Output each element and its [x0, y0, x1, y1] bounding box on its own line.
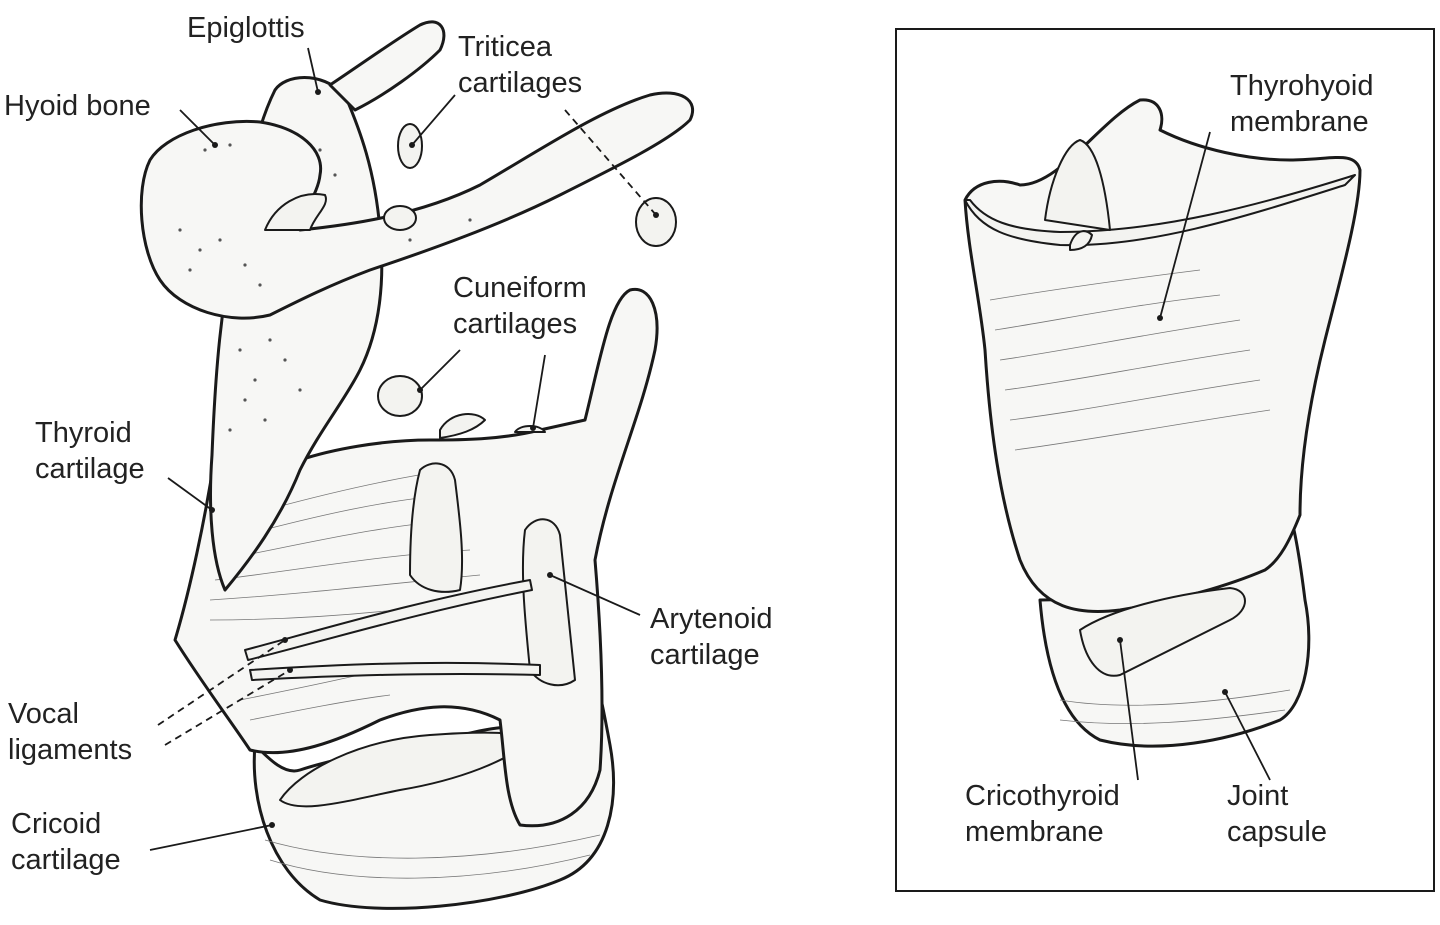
- label-epiglottis: Epiglottis: [187, 12, 305, 44]
- triticea-cartilage-mid: [383, 205, 417, 231]
- right-hyoid-band: [964, 174, 1356, 247]
- label-cuneiform-cartilages: Cuneiform cartilages: [453, 272, 587, 340]
- label-thyrohyoid-membrane: Thyrohyoid membrane: [1230, 70, 1374, 138]
- left-leader-lines: [149, 47, 659, 851]
- label-hyoid-bone: Hyoid bone: [4, 90, 151, 122]
- vocal-ligament-upper: [244, 579, 533, 661]
- cuneiform-cartilage-left: [377, 375, 423, 417]
- right-thyroid-membrane-shape: [963, 98, 1362, 614]
- arytenoid-cartilage-shape: [521, 518, 576, 687]
- triticea-cartilage-right: [635, 197, 677, 247]
- hyoid-stipple: [178, 143, 472, 287]
- label-joint-capsule: Joint capsule: [1227, 780, 1327, 848]
- label-arytenoid-cartilage: Arytenoid cartilage: [650, 603, 773, 671]
- right-lesser-horn: [1069, 230, 1093, 251]
- hyoid-greater-horn-upper: [328, 20, 446, 112]
- label-cricothyroid-membrane: Cricothyroid membrane: [965, 780, 1120, 848]
- left-larynx-view: [139, 20, 694, 910]
- hyoid-lesser-horn: [264, 193, 327, 231]
- hyoid-bone-shape: [139, 91, 694, 320]
- inset-frame: [895, 28, 1435, 892]
- right-larynx-view: [895, 28, 1435, 892]
- right-leader-lines: [1119, 131, 1271, 781]
- vocal-ligament-lower: [249, 661, 541, 681]
- label-thyroid-cartilage: Thyroid cartilage: [35, 417, 145, 485]
- arytenoid-cartilage-shape-2: [409, 462, 464, 593]
- right-epiglottis-tip: [1044, 139, 1111, 231]
- label-vocal-ligaments: Vocal ligaments: [8, 698, 133, 766]
- label-cricoid-cartilage: Cricoid cartilage: [11, 808, 121, 876]
- cuneiform-cartilage-right: [514, 425, 546, 433]
- label-triticea-cartilages: Triticea cartilages: [458, 31, 583, 99]
- corniculate-shape: [439, 413, 486, 439]
